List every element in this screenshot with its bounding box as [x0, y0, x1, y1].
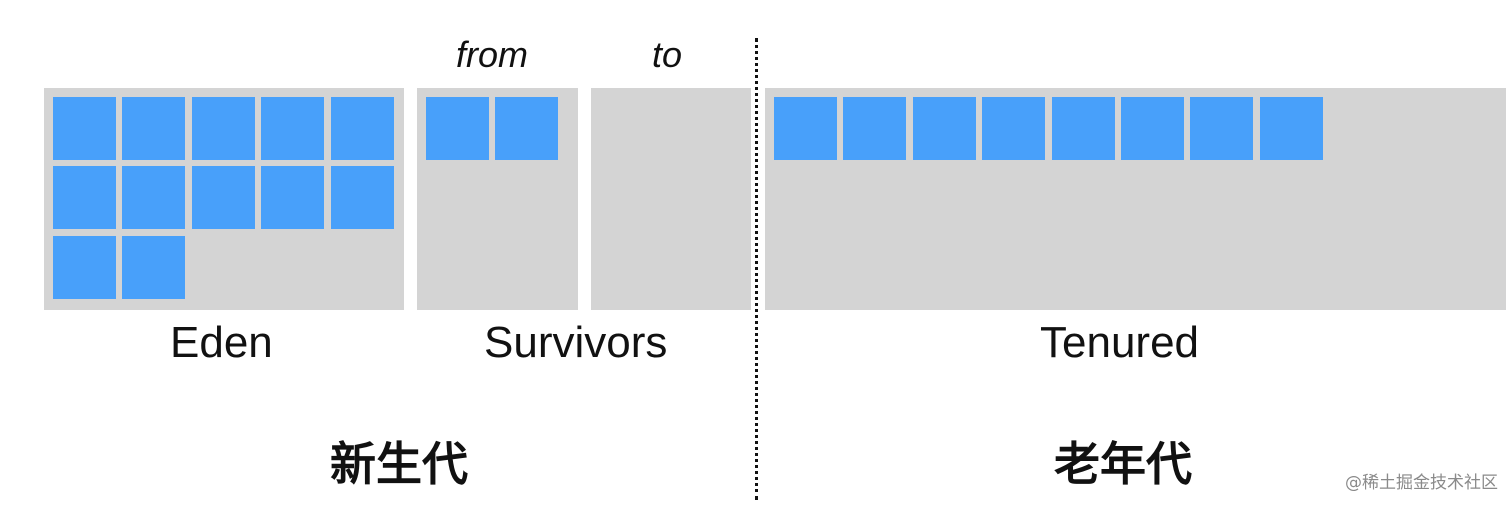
eden-object-block	[191, 166, 255, 230]
tenured-space	[765, 88, 1506, 310]
tenured-object-block	[912, 97, 976, 160]
eden-object-block	[261, 97, 325, 160]
eden-object-block	[53, 97, 116, 160]
tenured-object-block	[1121, 97, 1184, 160]
watermark: @稀土掘金技术社区	[1345, 473, 1498, 493]
eden-object-block	[122, 166, 186, 230]
survivor-to-space	[591, 88, 751, 310]
old-generation-label: 老年代	[1054, 437, 1192, 491]
tenured-object-block	[774, 97, 837, 160]
tenured-object-block	[843, 97, 907, 160]
tenured-object-block	[1190, 97, 1254, 160]
from-label: from	[456, 34, 528, 75]
eden-object-block	[53, 235, 116, 299]
to-label: to	[652, 34, 683, 75]
survivor-object-block	[495, 97, 559, 160]
generation-divider	[755, 38, 758, 500]
tenured-object-block	[982, 97, 1046, 160]
survivor-from-space	[417, 88, 578, 310]
tenured-label: Tenured	[1040, 318, 1200, 367]
eden-object-block	[330, 166, 394, 230]
eden-object-block	[53, 166, 116, 230]
survivors-label: Survivors	[484, 318, 668, 367]
tenured-object-block	[1051, 97, 1115, 160]
eden-object-block	[191, 97, 255, 160]
eden-object-block	[122, 235, 186, 299]
eden-object-block	[330, 97, 394, 160]
eden-object-block	[122, 97, 186, 160]
eden-label: Eden	[170, 318, 273, 367]
young-generation-label: 新生代	[330, 437, 468, 491]
survivor-object-block	[426, 97, 489, 160]
eden-object-block	[261, 166, 325, 230]
eden-space	[44, 88, 404, 310]
tenured-object-block	[1259, 97, 1323, 160]
